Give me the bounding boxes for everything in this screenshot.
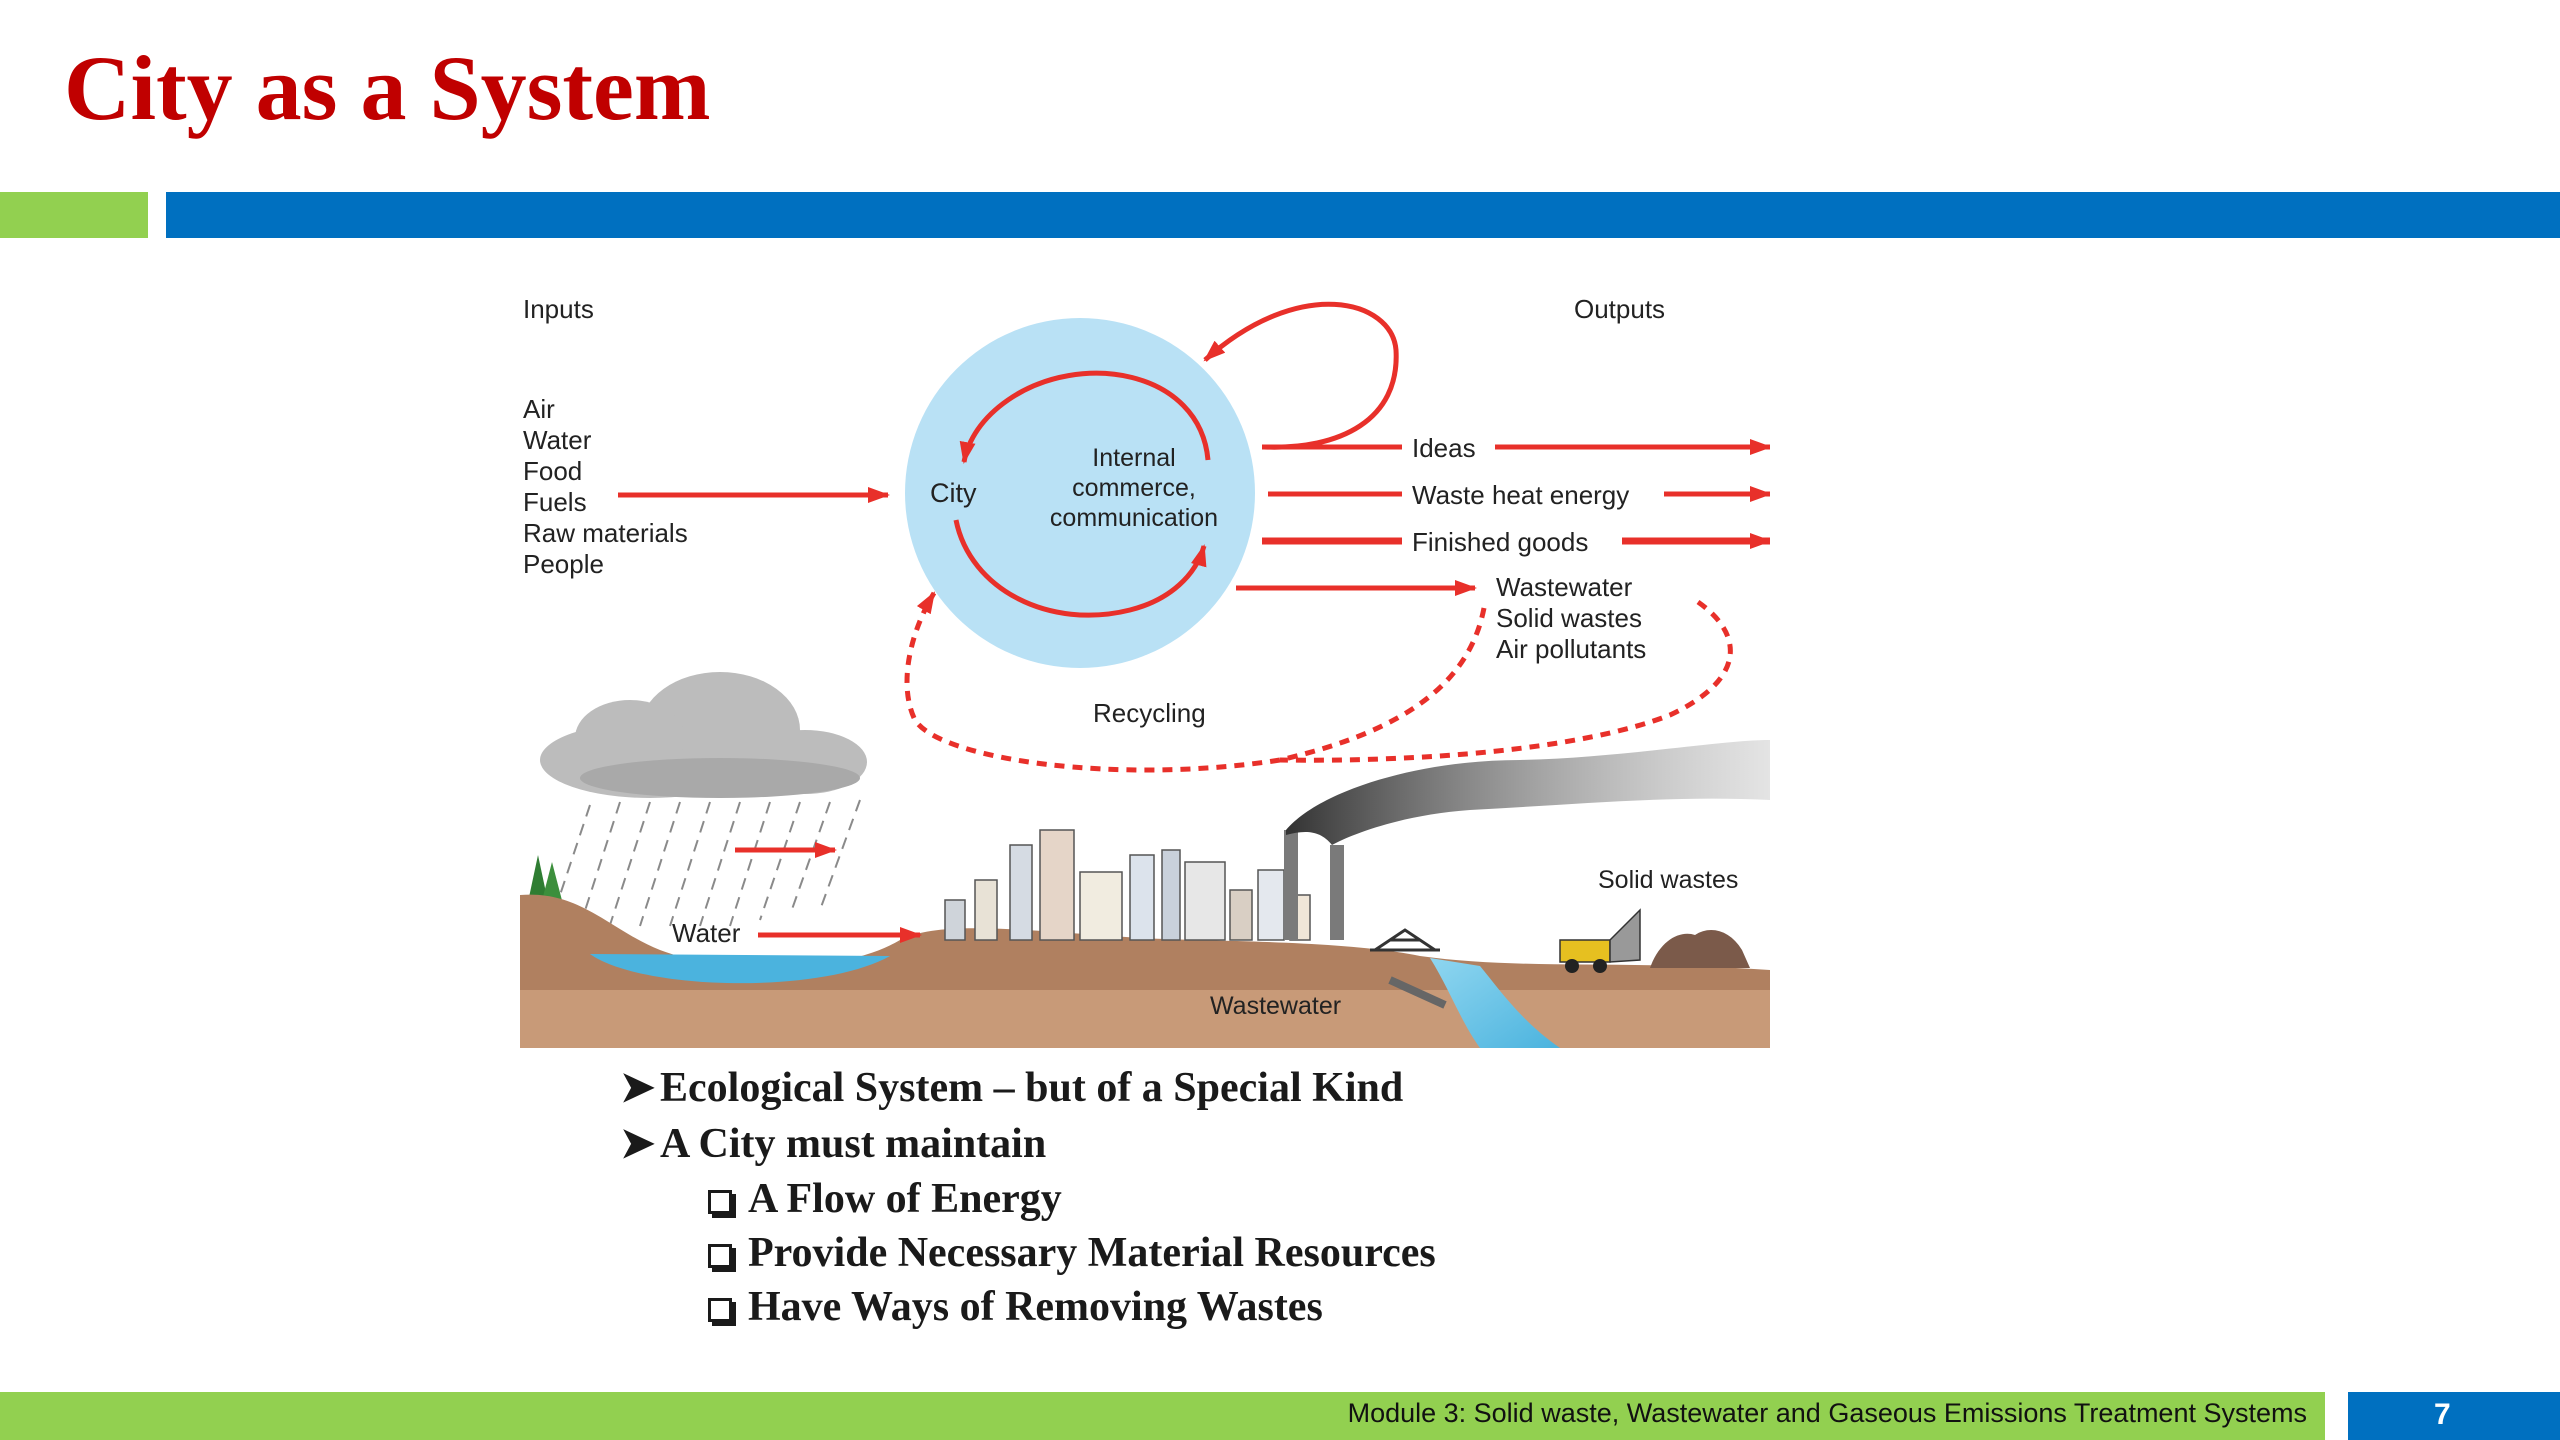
page-number: 7 — [2434, 1398, 2451, 1431]
city-system-diagram: Inputs Outputs Air Water Food Fuels Raw … — [520, 294, 1770, 1048]
smoke-plume — [1286, 740, 1770, 845]
input-people: People — [523, 549, 604, 579]
input-food: Food — [523, 456, 582, 486]
bullet-item: ➤A City must maintain — [620, 1116, 1436, 1172]
input-raw-materials: Raw materials — [523, 518, 688, 548]
output-waste-heat-energy: Waste heat energy — [1412, 480, 1629, 510]
solid-wastes-label: Solid wastes — [1598, 866, 1738, 894]
waste-wastewater: Wastewater — [1496, 572, 1633, 602]
sub-bullet-item: A Flow of Energy — [708, 1172, 1436, 1226]
footer-bar: Module 3: Solid waste, Wastewater and Ga… — [0, 1392, 2325, 1440]
bullet-list: ➤Ecological System – but of a Special Ki… — [620, 1060, 1436, 1334]
checkbox-bullet-icon — [708, 1244, 732, 1268]
internal-cycle-arrow-bottom — [953, 519, 1207, 618]
internal-label-line3: communication — [1050, 504, 1218, 532]
waste-air-pollutants: Air pollutants — [1496, 634, 1646, 664]
wastewater-label: Wastewater — [1210, 992, 1341, 1020]
sub-bullet-text: Provide Necessary Material Resources — [748, 1230, 1436, 1276]
internal-label-line1: Internal — [1092, 444, 1175, 472]
ideas-feedback-loop — [1203, 301, 1399, 450]
bullet-text: A City must maintain — [660, 1121, 1047, 1167]
page-number-box: 7 — [2348, 1392, 2560, 1440]
outfall-pipe — [1388, 976, 1447, 1009]
recycling-loop-outer — [1279, 599, 1733, 763]
header-accent-blue — [166, 192, 2560, 238]
sub-bullet-text: Have Ways of Removing Wastes — [748, 1284, 1323, 1330]
sub-bullet-item: Have Ways of Removing Wastes — [708, 1280, 1436, 1334]
recycling-label: Recycling — [1093, 698, 1206, 728]
dump-truck-icon — [1559, 908, 1641, 973]
rain-cloud — [540, 672, 867, 798]
input-water: Water — [523, 425, 592, 455]
slide-title: City as a System — [64, 37, 711, 139]
lake — [590, 954, 890, 984]
bullet-item: ➤Ecological System – but of a Special Ki… — [620, 1060, 1436, 1116]
rain — [554, 799, 861, 927]
internal-label-line2: commerce, — [1072, 474, 1196, 502]
bullet-text: Ecological System – but of a Special Kin… — [660, 1065, 1404, 1111]
water-label: Water — [672, 918, 741, 948]
smokestack — [1284, 830, 1298, 940]
footer-text: Module 3: Solid waste, Wastewater and Ga… — [1347, 1398, 2307, 1428]
solid-waste-pile — [1650, 930, 1750, 968]
checkbox-bullet-icon — [708, 1298, 732, 1322]
header-accent-green — [0, 192, 148, 238]
city-buildings — [944, 829, 1311, 941]
bridge — [1370, 928, 1440, 952]
internal-cycle-arrow-top — [959, 370, 1211, 464]
landscape-illustration: Water Wastewater Solid wastes — [520, 672, 1770, 1048]
arrowhead-bullet-icon: ➤ — [620, 1121, 656, 1167]
smokestack — [1330, 845, 1344, 940]
river — [1430, 958, 1560, 1048]
waste-solid-wastes: Solid wastes — [1496, 603, 1642, 633]
ground-lower — [520, 990, 1770, 1048]
output-finished-goods: Finished goods — [1412, 527, 1588, 557]
input-air: Air — [523, 394, 555, 424]
outputs-heading: Outputs — [1574, 294, 1665, 324]
checkbox-bullet-icon — [708, 1190, 732, 1214]
sub-bullet-item: Provide Necessary Material Resources — [708, 1226, 1436, 1280]
tree-icon — [528, 855, 548, 902]
output-ideas: Ideas — [1412, 433, 1476, 463]
input-fuels: Fuels — [523, 487, 587, 517]
inputs-heading: Inputs — [523, 294, 594, 324]
arrowhead-bullet-icon: ➤ — [620, 1065, 656, 1111]
city-label: City — [930, 478, 977, 508]
sub-bullet-text: A Flow of Energy — [748, 1176, 1062, 1222]
